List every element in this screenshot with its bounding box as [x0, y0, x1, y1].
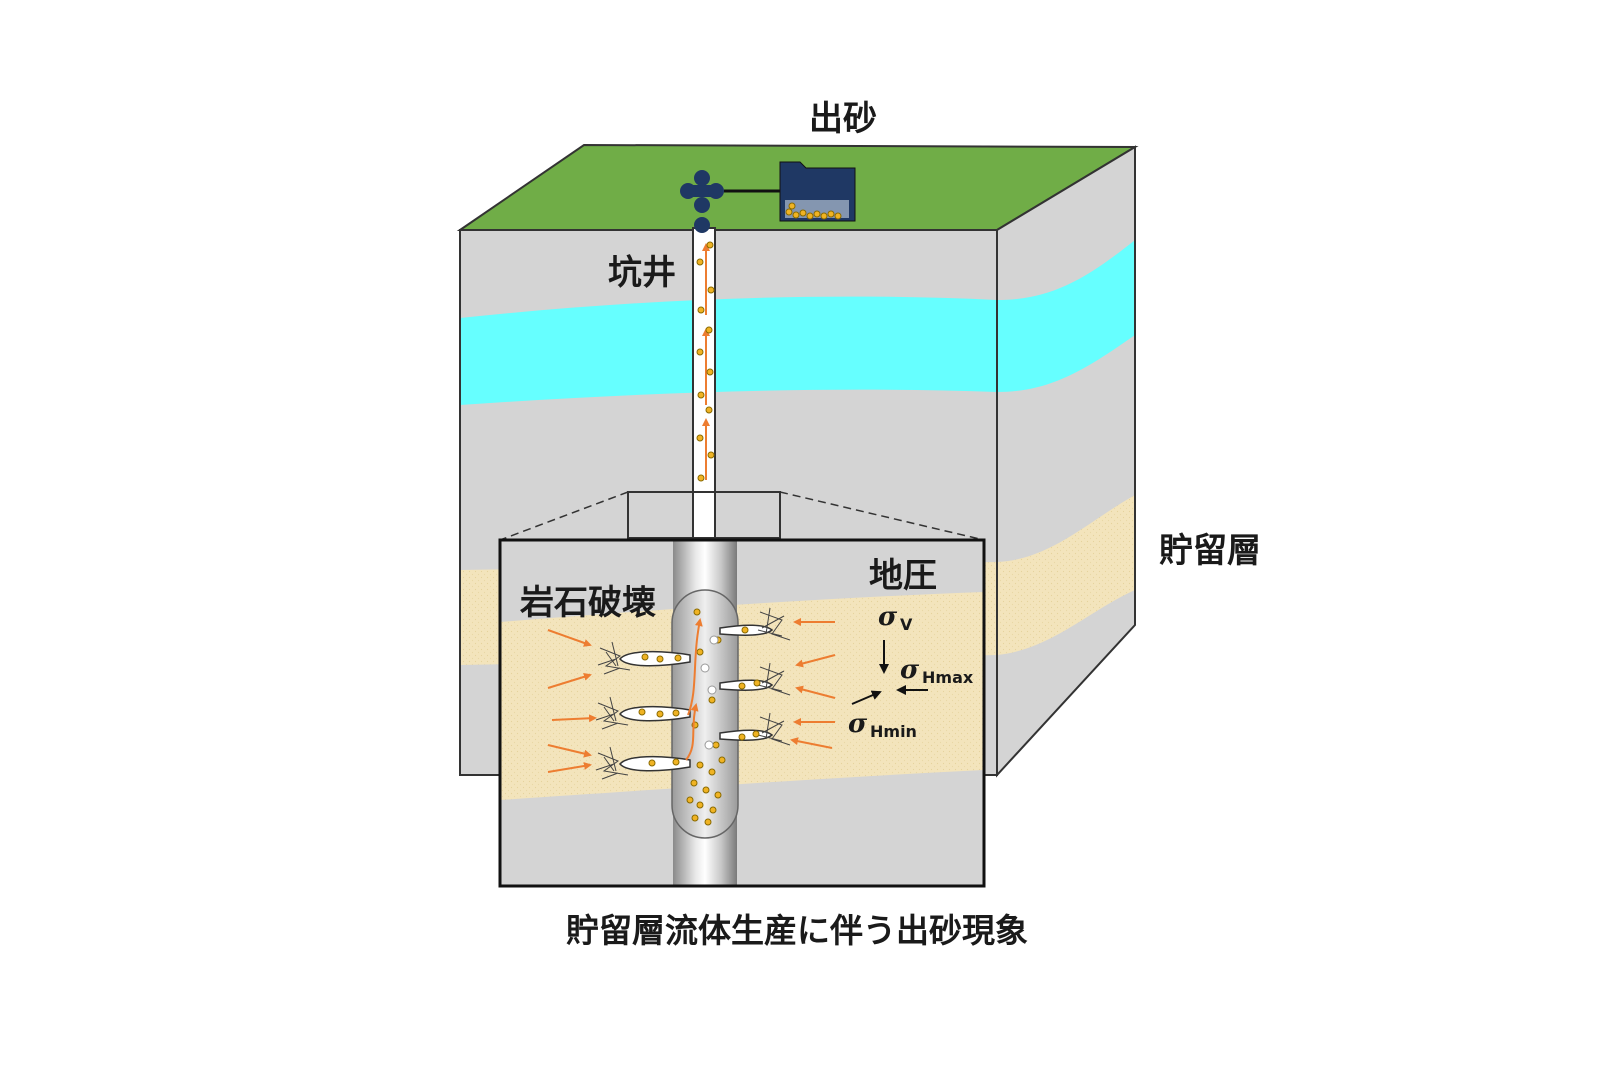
sand-grains — [638, 608, 761, 826]
label-well: 坑井 — [608, 253, 676, 293]
sigma-hmax-symbol: σ — [900, 655, 920, 685]
aquifer-layer-side — [997, 240, 1135, 392]
stress-arrows — [851, 640, 928, 705]
sigma-v-subscript: V — [900, 615, 913, 634]
rock-fractures — [595, 607, 791, 780]
label-rock-failure: 岩石破壊 — [519, 583, 656, 623]
label-sand-production: 出砂 — [809, 99, 877, 139]
sigma-hmin-subscript: Hmin — [870, 722, 917, 741]
sigma-v-symbol: σ — [878, 602, 898, 632]
inset-reservoir-layer — [500, 592, 984, 800]
sigma-hmin-symbol: σ — [848, 709, 868, 739]
flow-arrows-bore — [685, 618, 703, 761]
wellhead — [680, 170, 780, 233]
zoom-callout — [499, 491, 985, 541]
wellbore-upper — [692, 227, 716, 541]
sigma-hmax-subscript: Hmax — [922, 668, 974, 687]
sand-separator-tank — [779, 161, 856, 222]
flow-arrows-formation — [547, 618, 836, 773]
label-reservoir: 貯留層 — [1159, 531, 1261, 571]
label-ground-pressure: 地圧 — [869, 556, 937, 596]
inset-detail — [498, 538, 986, 888]
aquifer-layer-front — [460, 296, 997, 405]
figure-caption: 貯留層流体生産に伴う出砂現象 — [566, 911, 1028, 950]
reservoir-layer-side — [997, 495, 1135, 655]
